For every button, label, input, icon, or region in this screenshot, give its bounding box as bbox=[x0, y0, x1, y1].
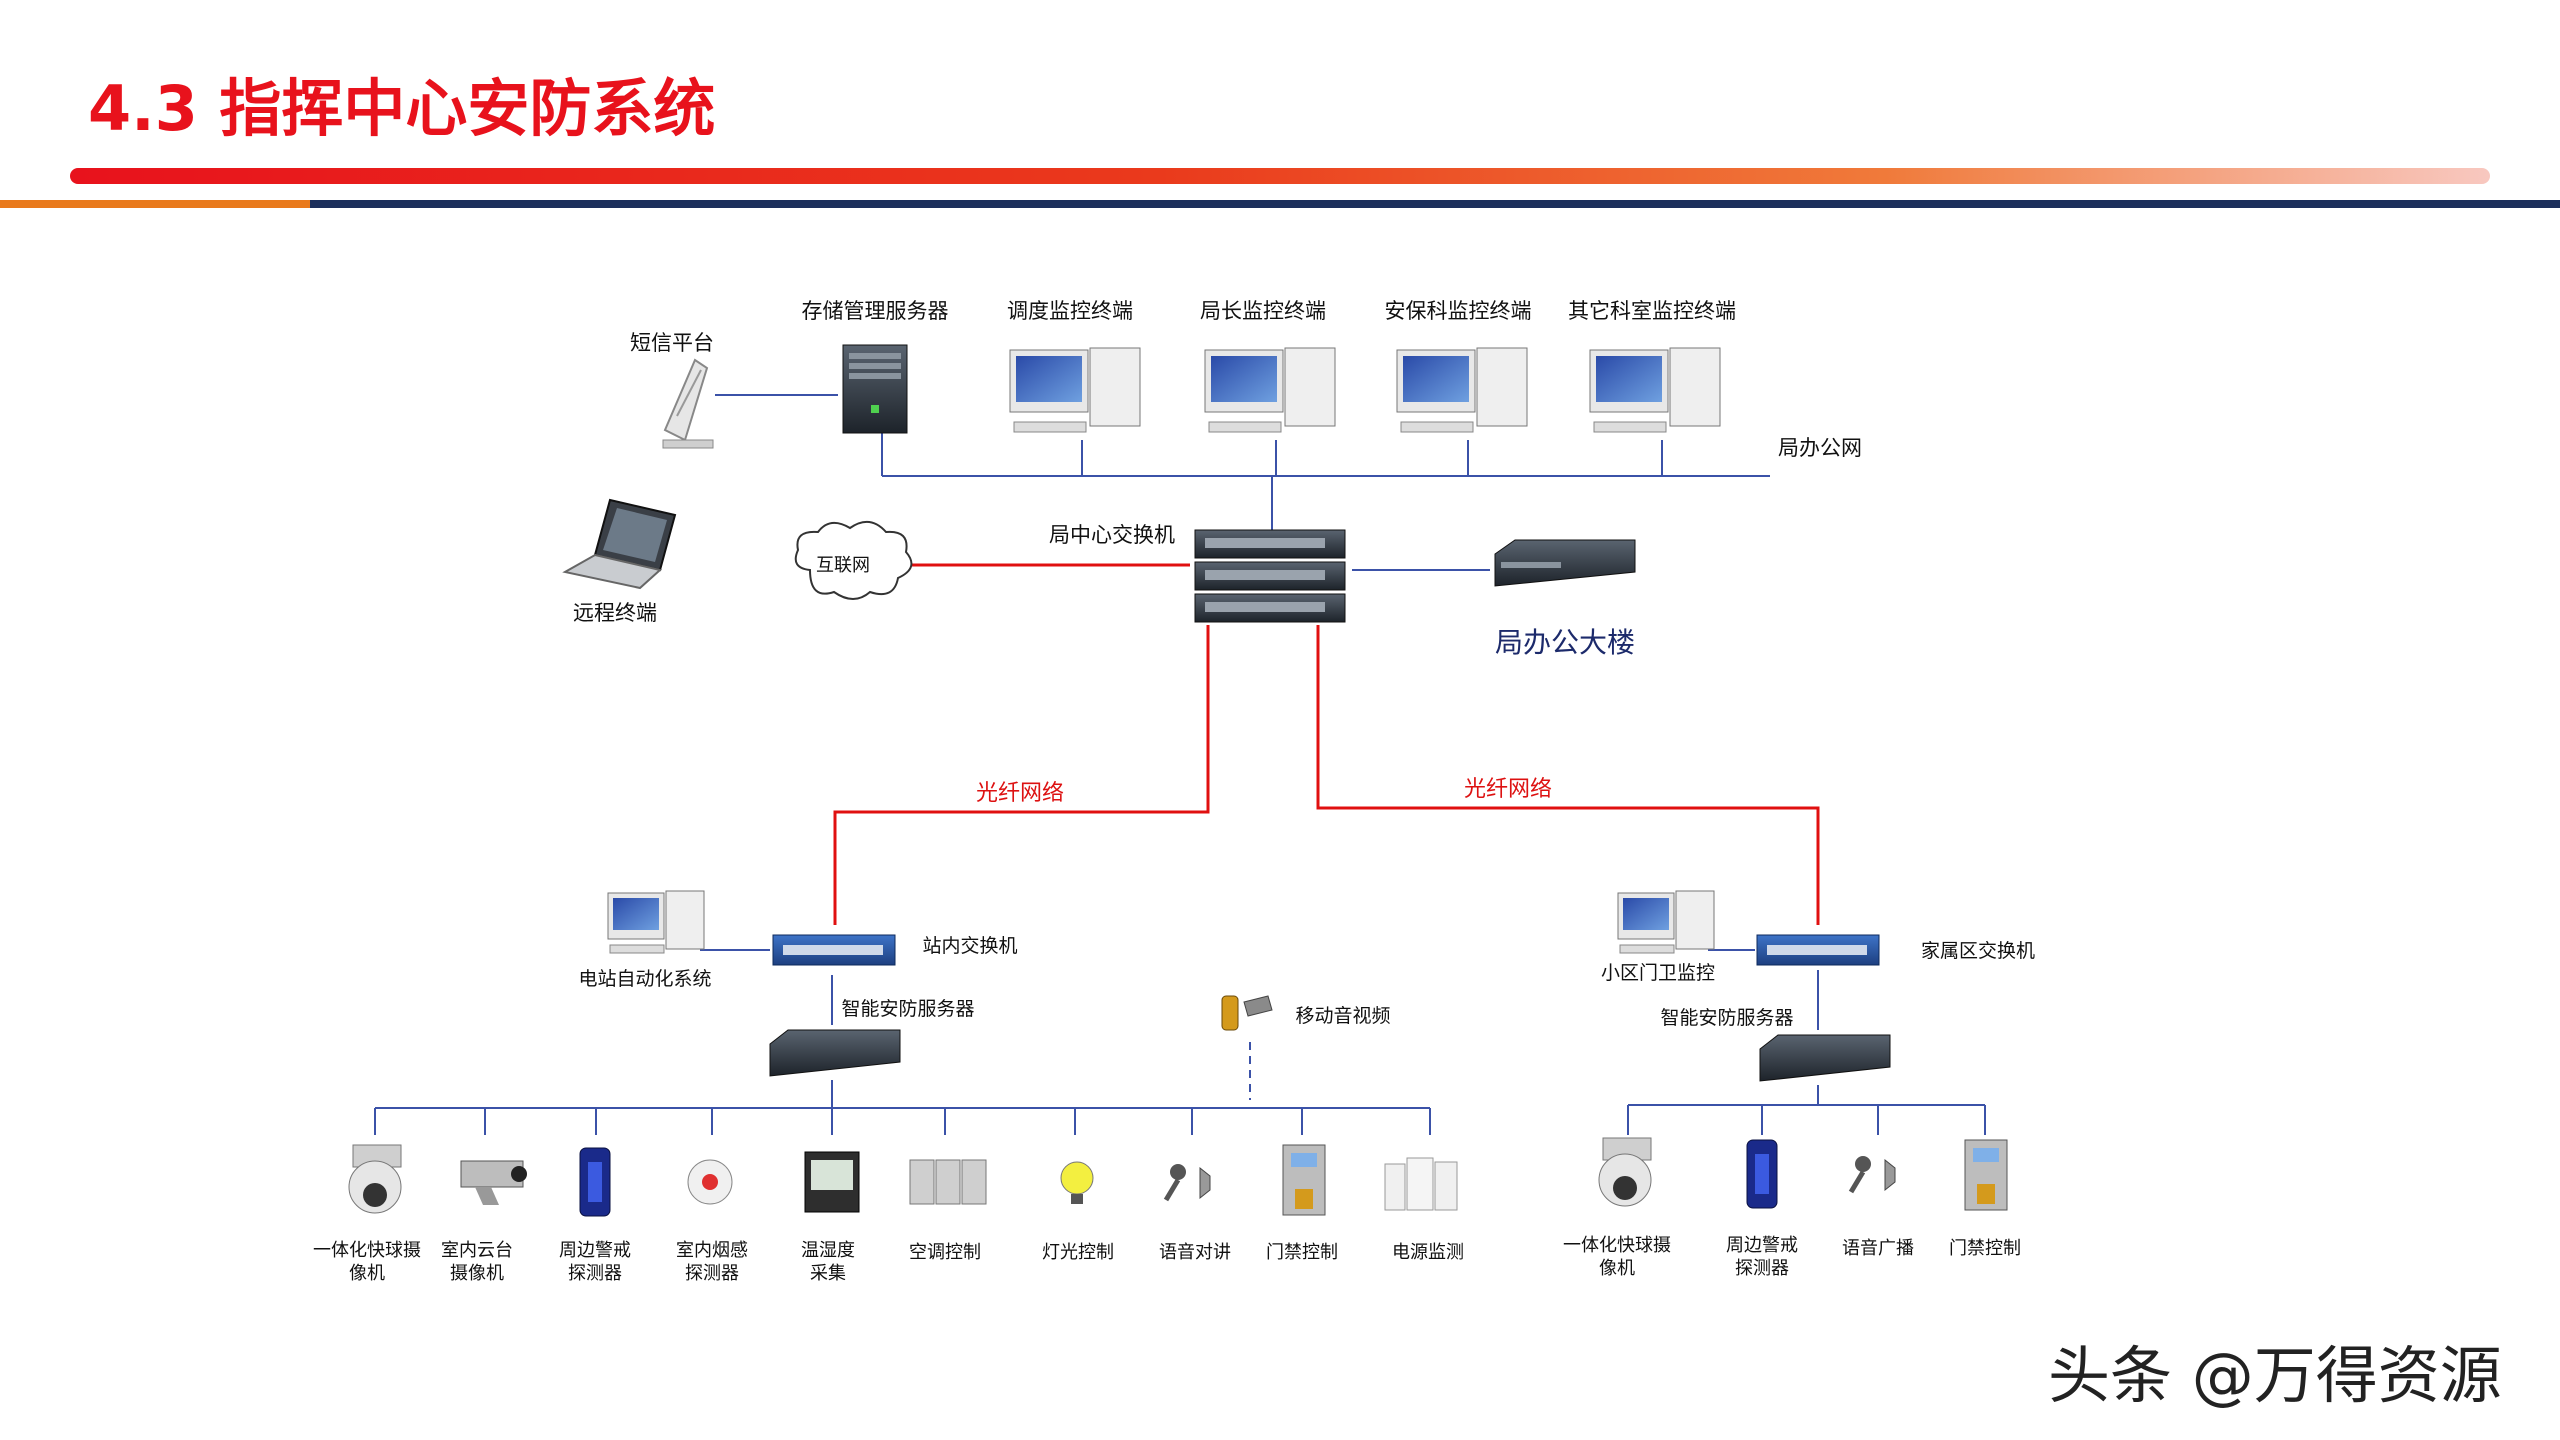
device-label: 门禁控制 bbox=[1266, 1242, 1338, 1263]
speed-dome-camera-icon bbox=[348, 1144, 402, 1214]
family-switch-icon bbox=[1756, 934, 1880, 966]
device-label: 一体化快球摄像机 bbox=[313, 1240, 421, 1284]
office-rack-server-icon bbox=[1494, 539, 1636, 587]
device-label: 门禁控制 bbox=[1949, 1238, 2021, 1259]
auto-system-label: 电站自动化系统 bbox=[578, 968, 712, 990]
device-label: 一体化快球摄像机 bbox=[1563, 1235, 1671, 1279]
device-label: 温湿度采集 bbox=[801, 1240, 855, 1284]
device-label: 空调控制 bbox=[909, 1242, 981, 1263]
perimeter-detector-icon bbox=[1746, 1139, 1778, 1209]
access-control-icon bbox=[1282, 1144, 1326, 1216]
security-server-icon bbox=[1759, 1034, 1891, 1082]
fiber-network-label: 光纤网络 bbox=[1463, 777, 1553, 802]
core-switch-label: 局中心交换机 bbox=[1049, 523, 1175, 547]
mobile-camera-icon bbox=[1221, 995, 1273, 1031]
terminal-label: 安保科监控终端 bbox=[1384, 299, 1532, 323]
security-server-label: 智能安防服务器 bbox=[1660, 1007, 1794, 1029]
device-label: 电源监测 bbox=[1392, 1242, 1464, 1263]
sms-platform-label: 短信平台 bbox=[630, 331, 714, 355]
header-divider bbox=[0, 200, 2560, 208]
humidity-sensor-icon bbox=[804, 1151, 860, 1213]
gate-monitor-label: 小区门卫监控 bbox=[1600, 962, 1716, 984]
fiber-network-label: 光纤网络 bbox=[975, 781, 1065, 806]
laptop-icon bbox=[562, 498, 677, 590]
storage-server-label: 存储管理服务器 bbox=[801, 299, 949, 323]
device-label: 周边警戒探测器 bbox=[1726, 1235, 1798, 1279]
device-label: 灯光控制 bbox=[1042, 1242, 1114, 1263]
station-pc-icon bbox=[607, 890, 705, 954]
remote-terminal-label: 远程终端 bbox=[573, 601, 657, 625]
fiber-lines bbox=[833, 550, 1820, 925]
broadcast-speaker-icon bbox=[1848, 1156, 1896, 1194]
terminal-pc-icon bbox=[1396, 347, 1528, 433]
station-switch-icon bbox=[772, 934, 896, 966]
speed-dome-camera-icon bbox=[1598, 1137, 1652, 1207]
internet-label: 互联网 bbox=[816, 555, 870, 576]
intercom-icon bbox=[1163, 1164, 1211, 1202]
link-lines bbox=[375, 394, 1985, 1110]
terminal-pc-icon bbox=[1009, 347, 1141, 433]
security-server-icon bbox=[769, 1029, 901, 1077]
mobile-av-label: 移动音视频 bbox=[1295, 1005, 1391, 1027]
security-server-label: 智能安防服务器 bbox=[841, 998, 975, 1020]
terminal-label: 调度监控终端 bbox=[1007, 299, 1133, 323]
office-building-label: 局办公大楼 bbox=[1494, 626, 1636, 659]
device-label: 室内烟感探测器 bbox=[676, 1240, 748, 1284]
family-switch-label: 家属区交换机 bbox=[1920, 940, 2036, 962]
perimeter-detector-icon bbox=[579, 1147, 611, 1217]
drop-lines bbox=[374, 1105, 1986, 1135]
gate-monitor-pc-icon bbox=[1617, 890, 1715, 954]
terminal-label: 局长监控终端 bbox=[1200, 299, 1326, 323]
core-switch-icon bbox=[1194, 529, 1346, 623]
smoke-detector-icon bbox=[687, 1159, 733, 1205]
terminal-pc-icon bbox=[1589, 347, 1721, 433]
device-label: 周边警戒探测器 bbox=[559, 1240, 631, 1284]
watermark: 头条 @万得资源 bbox=[2048, 1339, 2502, 1412]
office-net-label: 局办公网 bbox=[1778, 436, 1862, 460]
device-label: 语音广播 bbox=[1842, 1238, 1914, 1259]
terminal-pc-icon bbox=[1204, 347, 1336, 433]
device-label: 语音对讲 bbox=[1159, 1242, 1231, 1263]
access-control-icon bbox=[1964, 1139, 2008, 1211]
header-gradient-bar bbox=[70, 168, 2490, 184]
station-switch-label: 站内交换机 bbox=[922, 935, 1018, 957]
power-monitor-icon bbox=[1384, 1157, 1458, 1211]
terminal-label: 其它科室监控终端 bbox=[1568, 299, 1736, 323]
light-bulb-icon bbox=[1060, 1161, 1094, 1204]
device-label: 室内云台摄像机 bbox=[441, 1240, 513, 1284]
page-title: 4.3 指挥中心安防系统 bbox=[88, 72, 716, 145]
air-conditioner-icon bbox=[909, 1159, 987, 1205]
storage-server-icon bbox=[842, 344, 908, 434]
sms-antenna-icon bbox=[662, 358, 714, 449]
indoor-ptz-camera-icon bbox=[460, 1160, 527, 1205]
internet-cloud-icon bbox=[794, 521, 913, 600]
